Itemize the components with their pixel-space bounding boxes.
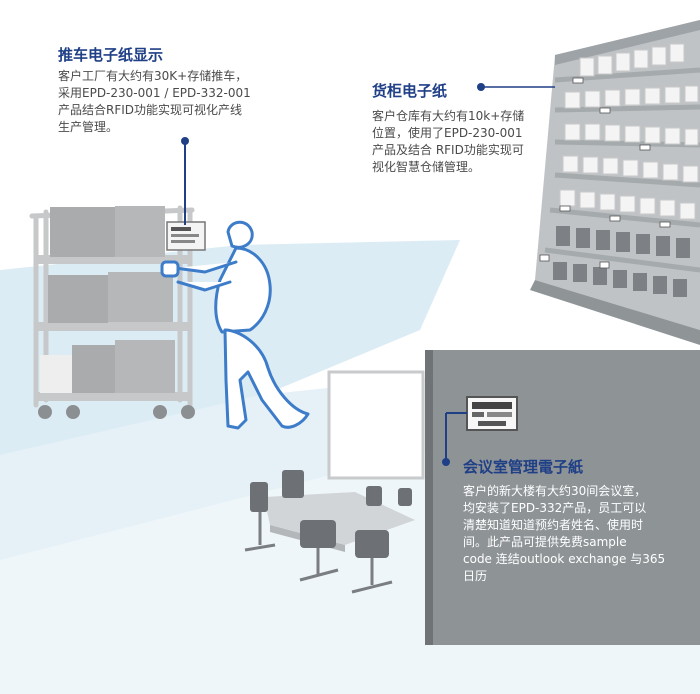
person-illustration [160, 220, 310, 430]
shelf-section-title: 货柜电子纸 [372, 82, 448, 100]
shelf-marker-dot [477, 83, 485, 91]
connector-lines [184, 86, 555, 462]
shelf-section-description: 客户仓库有大约有10k+存储 位置，使用了EPD-230-001 产品及结合 R… [372, 109, 525, 174]
cart-marker-dot [181, 137, 189, 145]
epd-tag-icon [466, 396, 518, 431]
shelf-tag-icon [559, 77, 671, 228]
meeting-illustration [244, 350, 700, 645]
cart-illustration [29, 205, 206, 419]
shelf-illustration [530, 20, 700, 345]
cart-section-title: 推车电子纸显示 [58, 46, 164, 64]
meeting-marker-dot [442, 458, 450, 466]
cart-tag-icon [166, 221, 206, 251]
cart-section-description: 客户工厂有大约有30K+存储推车， 采用EPD-230-001 / EPD-33… [58, 69, 251, 134]
meeting-section-description: 客户的新大楼有大约30间会议室， 均安装了EPD-332产品，员工可以 清楚知道… [463, 484, 666, 583]
meeting-section-title: 会议室管理電子紙 [463, 458, 584, 476]
